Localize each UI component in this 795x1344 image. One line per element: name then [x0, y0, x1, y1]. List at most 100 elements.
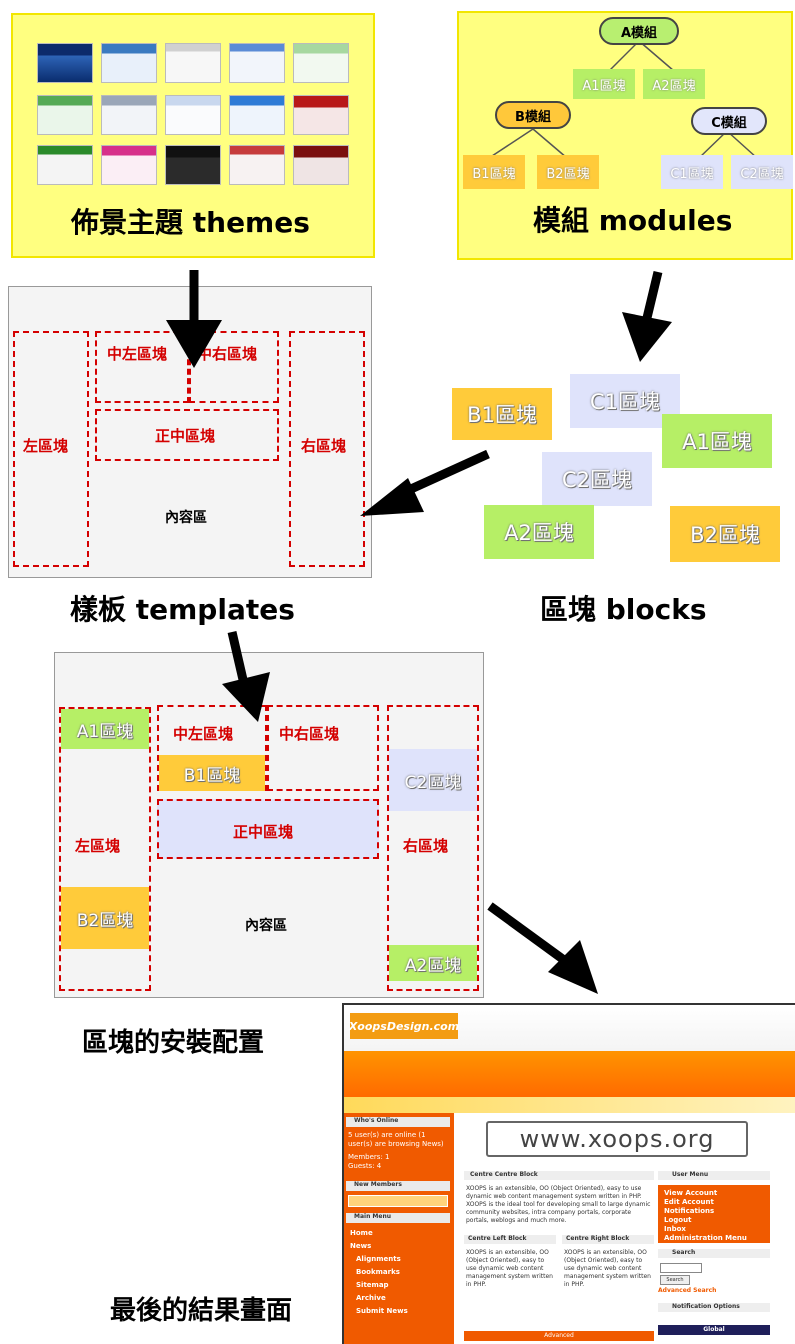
- arrow-themes-to-template: [166, 270, 222, 368]
- result-centre-right-text: XOOPS is an extensible, OO (Object Orien…: [564, 1249, 651, 1288]
- block-a2: A2區塊: [484, 505, 594, 559]
- template-left-label: 左區塊: [23, 437, 69, 455]
- result-global-bar: Global: [658, 1325, 770, 1335]
- block-c1: C1區塊: [570, 374, 680, 428]
- theme-thumbnail: [37, 145, 93, 185]
- theme-thumbnail: [101, 43, 157, 83]
- result-centre-right-title: Centre Right Block: [562, 1235, 654, 1244]
- result-new-members-title: New Members: [346, 1181, 450, 1191]
- result-search-button[interactable]: Search: [660, 1275, 690, 1285]
- template-left-zone: [13, 331, 89, 567]
- result-user-menu-title: User Menu: [658, 1171, 770, 1180]
- result-search-input[interactable]: [660, 1263, 702, 1273]
- result-user-item[interactable]: Inbox: [664, 1225, 686, 1233]
- theme-thumbnail: [293, 43, 349, 83]
- template-center-right-zone: [189, 331, 279, 403]
- template-right-label: 右區塊: [301, 437, 347, 455]
- theme-thumbnail: [101, 145, 157, 185]
- arrow-placement-to-result: [487, 902, 598, 994]
- block-a1-leaf: A1區塊: [573, 69, 635, 99]
- placement-a2-block: A2區塊: [389, 945, 477, 981]
- placement-center-left-label: 中左區塊: [173, 725, 234, 743]
- result-advanced-search-link[interactable]: Advanced Search: [658, 1287, 717, 1294]
- result-menu-item[interactable]: Submit News: [356, 1307, 408, 1315]
- placement-center-label: 正中區塊: [233, 823, 294, 841]
- result-menu-item[interactable]: Archive: [356, 1294, 386, 1302]
- result-whos-online-title: Who's Online: [346, 1117, 450, 1127]
- placement-c2-block: C2區塊: [389, 749, 477, 811]
- template-content-label: 內容區: [165, 510, 207, 526]
- result-left-column: [344, 1113, 454, 1344]
- result-user-item[interactable]: View Account: [664, 1189, 718, 1197]
- result-top-strip: [344, 1097, 795, 1113]
- result-user-item[interactable]: Administration Menu: [664, 1234, 747, 1242]
- template-right-zone: [289, 331, 365, 567]
- theme-thumbnail: [293, 145, 349, 185]
- result-main-menu: Home News Alignments Bookmarks Sitemap A…: [350, 1229, 448, 1320]
- placement-b2-block: B2區塊: [61, 887, 149, 949]
- block-b2-leaf: B2區塊: [537, 155, 599, 189]
- result-menu-item[interactable]: Bookmarks: [356, 1268, 400, 1276]
- templates-label: 樣板 templates: [70, 593, 295, 626]
- placement-a1-block: A1區塊: [61, 709, 149, 749]
- arrow-modules-to-blocks: [622, 270, 672, 362]
- template-center-zone: [95, 409, 279, 461]
- module-b-node: B模組: [495, 101, 571, 129]
- placement-right-zone: [387, 705, 479, 991]
- result-user-menu: View Account Edit Account Notifications …: [658, 1185, 770, 1243]
- result-menu-item[interactable]: Alignments: [356, 1255, 401, 1263]
- result-screenshot: XoopsDesign.com Who's Online 5 user(s) a…: [342, 1003, 795, 1344]
- modules-panel: A模組 A1區塊 A2區塊 B模組 B1區塊 B2區塊 C模組 C1區塊 C2區…: [457, 11, 793, 260]
- placement-content-label: 內容區: [245, 918, 287, 934]
- placement-center-right-label: 中右區塊: [279, 725, 340, 743]
- themes-panel: 佈景主題 themes: [11, 13, 375, 258]
- theme-thumbnail: [229, 43, 285, 83]
- result-menu-item[interactable]: Sitemap: [356, 1281, 389, 1289]
- result-centre-left-text: XOOPS is an extensible, OO (Object Orien…: [466, 1249, 553, 1288]
- result-whos-online-text: 5 user(s) are online (1 user(s) are brow…: [348, 1131, 444, 1170]
- block-b1-leaf: B1區塊: [463, 155, 525, 189]
- block-c1-leaf: C1區塊: [661, 155, 723, 189]
- placement-center-right-zone: [267, 705, 379, 791]
- theme-thumbnail: [293, 95, 349, 135]
- result-url-banner: www.xoops.org: [486, 1121, 748, 1157]
- placement-center-zone: [157, 799, 379, 859]
- result-menu-item[interactable]: Home: [350, 1229, 373, 1237]
- placement-right-label: 右區塊: [403, 837, 449, 855]
- placement-b1-block: B1區塊: [159, 755, 265, 791]
- modules-label: 模組 modules: [533, 204, 733, 237]
- theme-thumbnail: [37, 43, 93, 83]
- placement-layout: A1區塊 左區塊 B2區塊 中左區塊 B1區塊 中右區塊 正中區塊 內容區 C2…: [54, 652, 484, 998]
- theme-thumbnail: [101, 95, 157, 135]
- theme-thumbnail: [229, 95, 285, 135]
- template-center-left-zone: [95, 331, 189, 403]
- theme-thumbnail: [229, 145, 285, 185]
- result-main-menu-title: Main Menu: [346, 1213, 450, 1223]
- block-b1: B1區塊: [452, 388, 552, 440]
- themes-label: 佈景主題 themes: [71, 206, 310, 239]
- placement-label: 區塊的安裝配置: [82, 1028, 265, 1058]
- block-a2-leaf: A2區塊: [643, 69, 705, 99]
- result-user-item[interactable]: Edit Account: [664, 1198, 714, 1206]
- template-center-label: 正中區塊: [155, 427, 216, 445]
- result-centre-left-title: Centre Left Block: [464, 1235, 556, 1244]
- result-centre-center-text: XOOPS is an extensible, OO (Object Orien…: [466, 1185, 651, 1224]
- result-menu-item[interactable]: News: [350, 1242, 372, 1250]
- result-centre-center-title: Centre Centre Block: [464, 1171, 654, 1180]
- theme-thumbnail: [37, 95, 93, 135]
- template-center-left-label: 中左區塊: [107, 345, 168, 363]
- result-advanced-bar[interactable]: Advanced: [464, 1331, 654, 1341]
- result-label: 最後的結果畫面: [110, 1296, 293, 1326]
- block-b2: B2區塊: [670, 506, 780, 562]
- blocks-label: 區塊 blocks: [540, 593, 707, 626]
- result-user-item[interactable]: Logout: [664, 1216, 692, 1224]
- result-logo: XoopsDesign.com: [349, 1013, 459, 1039]
- result-user-item[interactable]: Notifications: [664, 1207, 715, 1215]
- block-c2-leaf: C2區塊: [731, 155, 793, 189]
- template-center-right-label: 中右區塊: [197, 345, 258, 363]
- result-new-members-box: [348, 1195, 448, 1207]
- block-a1: A1區塊: [662, 414, 772, 468]
- module-a-node: A模組: [599, 17, 679, 45]
- arrow-blocks-to-template: [360, 449, 490, 516]
- block-c2: C2區塊: [542, 452, 652, 506]
